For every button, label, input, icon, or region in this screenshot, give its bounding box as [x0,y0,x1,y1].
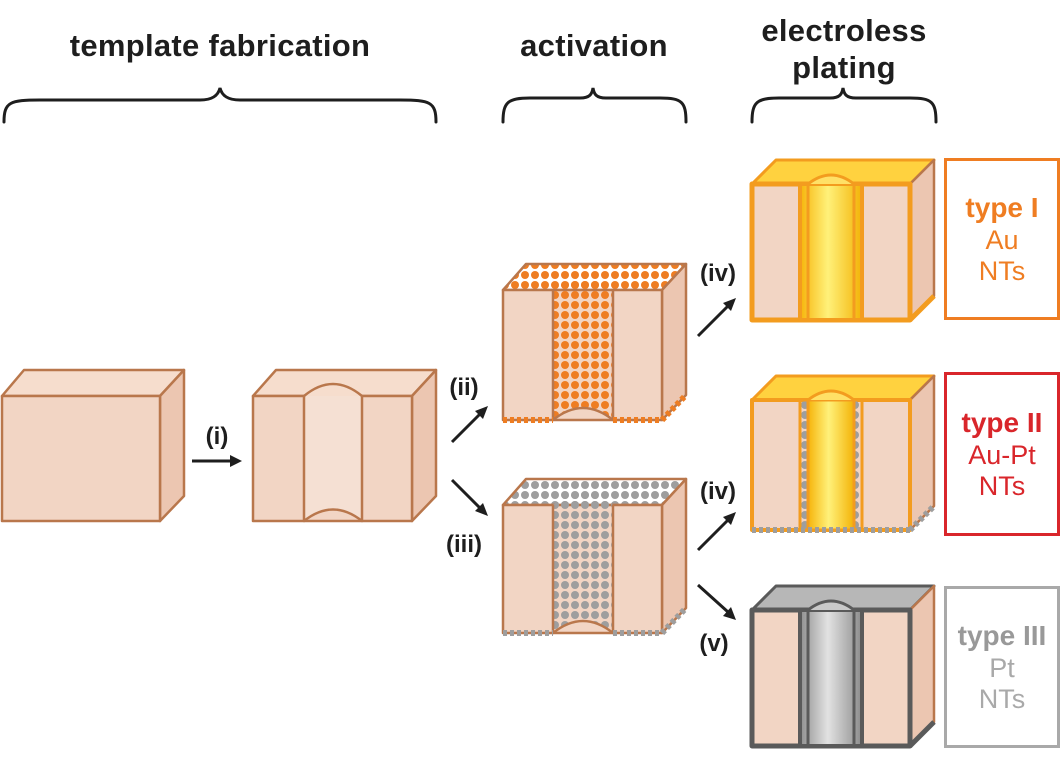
arrow-i [192,455,242,467]
arrow-ii [450,406,488,444]
au-nanotube-block [749,158,936,323]
arrow-iii [450,478,488,516]
type-box-2: type II Au-Pt NTs [944,372,1060,536]
sn-activated-block [501,262,689,423]
brace-template [2,87,438,124]
step-label-iv-top: (iv) [700,260,736,287]
type-material: Au [985,225,1019,255]
au-pt-nanotube-block [750,374,937,533]
type-material: Au-Pt [968,440,1036,470]
pt-nanotube-block [749,584,936,749]
header-electroless: electroless [761,13,927,48]
arrow-iv-top [696,298,736,338]
type-name: type III [957,620,1047,651]
membrane-block [0,368,186,523]
header-template-fabrication: template fabrication [69,28,371,63]
type-box-1: type I Au NTs [944,158,1060,320]
step-label-iii: (iii) [446,531,482,558]
brace-activation [501,87,688,124]
type-material: Pt [989,653,1015,683]
arrow-v [696,583,736,620]
type-suffix: NTs [978,471,1026,501]
type-suffix: NTs [978,684,1026,714]
arrow-iv-bottom [696,512,736,552]
header-plating: plating [792,50,896,85]
type-suffix: NTs [978,256,1026,286]
porous-membrane-block [251,368,438,523]
brace-plating [750,87,938,124]
step-label-i: (i) [205,423,229,450]
header-activation: activation [520,28,668,63]
type-name: type II [961,407,1043,438]
type-name: type I [965,192,1039,223]
step-label-v: (v) [699,630,729,657]
type-box-3: type III Pt NTs [944,586,1060,748]
pd-activated-block [501,477,689,636]
step-label-ii: (ii) [449,374,479,401]
step-label-iv-bottom: (iv) [700,478,736,505]
